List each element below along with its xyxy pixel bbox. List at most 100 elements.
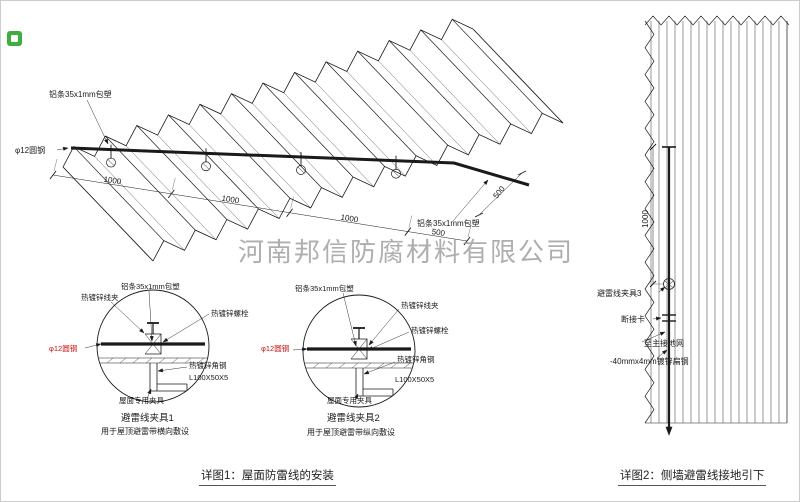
stroke: [96, 289, 210, 403]
stroke: [451, 19, 543, 114]
stroke: [655, 316, 662, 321]
stroke: [294, 72, 385, 167]
stroke: [105, 135, 196, 231]
roof-strip-label-top: 铝条35x1mm包塑: [49, 89, 112, 99]
stroke: [167, 189, 175, 199]
d1-angle-label: 热镀锌角钢: [189, 360, 227, 370]
stroke: [53, 158, 58, 172]
stroke: [110, 301, 145, 334]
d2-bolt-label: 热镀锌螺栓: [411, 325, 449, 335]
d1-clamp-label: 热镀锌线夹: [81, 292, 119, 302]
stroke: [189, 124, 280, 219]
stroke: [368, 339, 374, 346]
stroke: [119, 357, 127, 364]
stroke: [262, 82, 354, 178]
stroke: [132, 357, 140, 364]
d1-rod-label: φ12圆钢: [49, 343, 77, 353]
stroke: [420, 29, 511, 125]
stroke: [144, 333, 162, 355]
wall-flat-steel-label: -40mmx4mm镀锌扁钢: [610, 356, 689, 366]
d2-rod-label: φ12圆钢: [261, 343, 289, 353]
stroke: [157, 135, 248, 230]
stroke: [94, 156, 185, 251]
stroke: [441, 39, 532, 134]
roof-strip-label-bottom: 铝条35x1mm包塑: [417, 218, 480, 228]
stroke: [517, 170, 527, 176]
stroke: [162, 313, 210, 343]
stroke: [367, 346, 374, 351]
d1-angle-spec: L100X50X5: [189, 373, 228, 382]
stroke: [391, 168, 401, 179]
site-logo-icon: [7, 31, 22, 46]
stroke: [231, 93, 322, 188]
stroke: [363, 361, 396, 375]
roof-dim-edge-500: 500: [491, 184, 507, 200]
stroke: [158, 357, 166, 364]
stroke: [220, 113, 311, 209]
stroke: [172, 177, 176, 190]
stroke: [363, 370, 370, 375]
stroke: [70, 146, 530, 187]
stroke: [644, 15, 790, 26]
d1-title: 避雷线夹具1: [121, 412, 174, 424]
stroke: [136, 125, 228, 220]
stroke: [125, 145, 217, 240]
caption-figure-1: 详图1：屋面防雷线的安装: [199, 467, 336, 486]
stroke: [388, 40, 480, 135]
stroke: [145, 357, 153, 364]
stroke: [199, 103, 291, 199]
stroke: [290, 196, 294, 209]
stroke: [52, 174, 468, 242]
stroke: [149, 335, 154, 342]
d2-subtitle: 用于屋顶避雷带纵向敷设: [307, 427, 395, 437]
stroke: [352, 340, 357, 347]
stroke: [403, 362, 411, 369]
d1-fixture-label: 屋面专用夹具: [119, 395, 164, 405]
stroke: [252, 103, 343, 198]
stroke: [104, 138, 109, 145]
stroke: [106, 157, 116, 168]
stroke: [408, 215, 413, 228]
stroke: [139, 328, 145, 334]
stroke: [297, 166, 305, 174]
stroke: [659, 331, 666, 336]
stroke: [201, 161, 211, 172]
stroke: [184, 357, 192, 364]
stroke: [649, 143, 657, 151]
d2-angle-label: 热镀锌角钢: [397, 354, 435, 364]
stroke: [152, 112, 564, 262]
stroke: [86, 99, 109, 145]
stroke: [463, 236, 471, 246]
stroke: [107, 159, 115, 166]
stroke: [452, 179, 489, 222]
stroke: [661, 349, 668, 355]
wall-disconnect-label: 断接卡: [621, 314, 645, 324]
d1-strip-label: 铝条35x1mm包塑: [121, 281, 180, 291]
stroke: [472, 28, 564, 124]
roof-dim-1000-a: 1000: [103, 175, 123, 187]
wall-dim-1000: 1000: [641, 210, 650, 228]
side-wall-drawing: [641, 15, 790, 436]
stroke: [202, 163, 210, 170]
stroke: [392, 170, 400, 177]
stroke: [325, 61, 417, 157]
stroke: [659, 286, 666, 292]
stroke: [354, 393, 359, 400]
stroke: [357, 50, 448, 146]
roof-rod-label: φ12圆钢: [15, 145, 45, 155]
stroke: [351, 362, 359, 369]
stroke: [368, 308, 400, 346]
caption-figure-2: 详图2：侧墙避雷线接地引下: [618, 467, 767, 486]
stroke: [644, 20, 655, 424]
logo-dot: [11, 35, 18, 42]
stroke: [665, 426, 673, 436]
stroke: [168, 114, 259, 210]
stroke: [157, 368, 164, 373]
stroke: [162, 337, 169, 343]
stroke: [147, 388, 152, 395]
stroke: [377, 362, 385, 369]
stroke: [483, 179, 489, 186]
stroke: [62, 146, 69, 151]
stroke: [171, 357, 179, 364]
